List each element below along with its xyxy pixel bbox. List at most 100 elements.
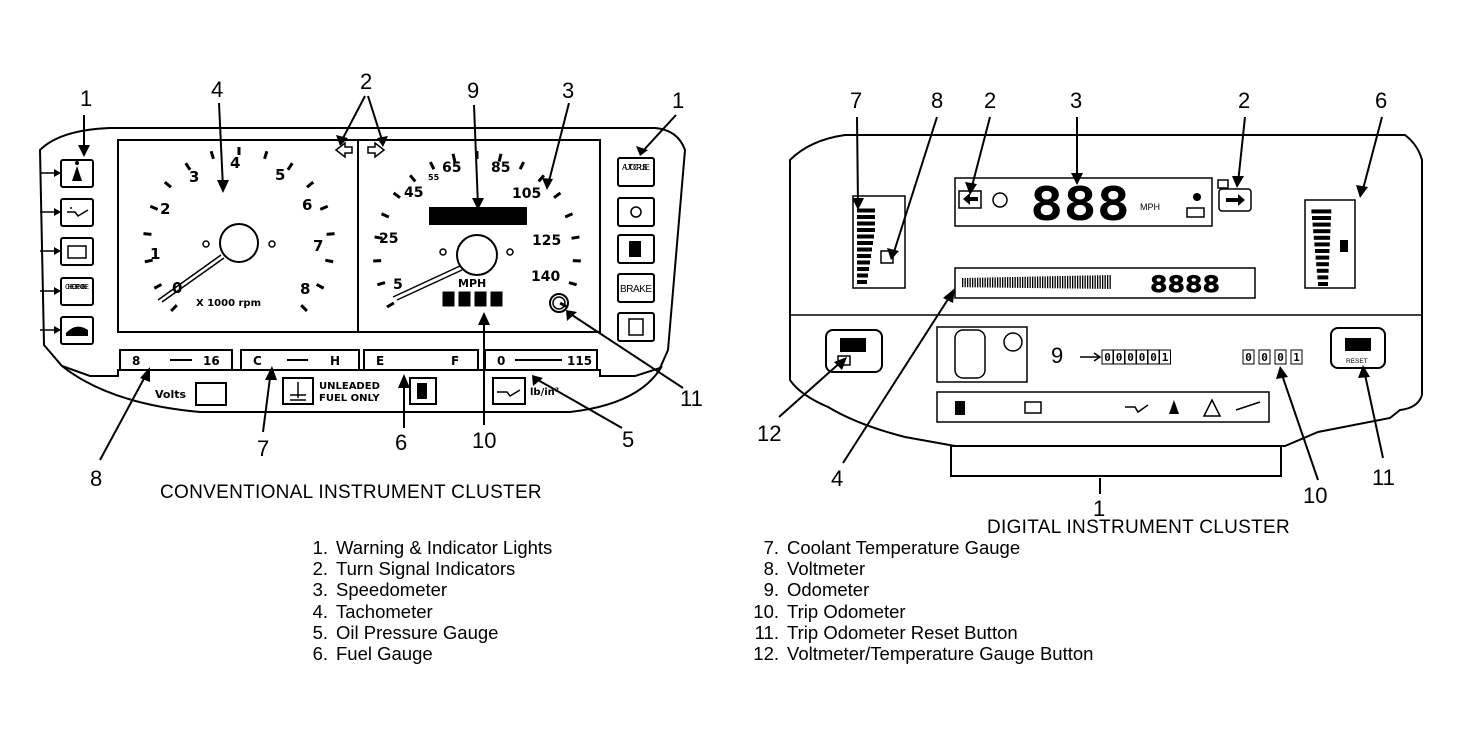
bargraph-segment [857, 228, 875, 232]
volt-temp-button[interactable] [825, 329, 883, 373]
tach-bar-segment [982, 277, 984, 288]
tach-bar-segment [1102, 275, 1104, 289]
digital-callout-3: 3 [1070, 88, 1082, 113]
bargraph-segment [1313, 229, 1331, 234]
speedo-num-5: 5 [393, 277, 403, 293]
bargraph-segment [1317, 275, 1329, 280]
callout-4: 4 [211, 77, 223, 102]
reset-button[interactable] [1330, 327, 1386, 369]
digit: 0 [474, 209, 481, 223]
bargraph-segment [1312, 222, 1331, 227]
temp-low: C [253, 354, 262, 368]
digital-callout-11: 11 [1372, 465, 1395, 490]
digit: 1 [1162, 351, 1169, 364]
gauge-tick [149, 204, 159, 211]
speedo-num-125: 125 [532, 233, 561, 249]
digit-box [1258, 349, 1271, 365]
turn-signal-left-icon [334, 141, 353, 159]
callout-9: 9 [467, 78, 479, 103]
strip-hazard-icon [1202, 398, 1222, 417]
tach-bar-segment [1027, 276, 1029, 288]
gauge-tick [553, 191, 562, 199]
trip-reset-knob[interactable] [549, 293, 569, 313]
speedo-needle-edge [396, 269, 463, 301]
legend-item: 3.Speedometer [312, 579, 448, 601]
digital-housing [789, 134, 1423, 447]
tach-bar-segments [962, 275, 1111, 289]
hood-ajar-light [60, 316, 94, 345]
digit: 1 [515, 209, 522, 223]
tach-bar-segment [984, 277, 986, 288]
bargraph-segment [857, 267, 869, 271]
gauge-tick [170, 304, 178, 312]
digital-odo-label: 9 [1051, 343, 1063, 368]
tach-bar-segment [1084, 275, 1086, 289]
gauge-tick [451, 153, 457, 162]
digital-callout-6: 6 [1375, 88, 1387, 113]
speedo-screw-left [439, 248, 447, 256]
tach-bar-segment [1042, 276, 1044, 289]
tach-bar-segment [1079, 275, 1081, 289]
legend-item: 5.Oil Pressure Gauge [312, 621, 499, 643]
tach-bar-segment [1047, 276, 1049, 289]
tach-num-0: 0 [172, 279, 182, 297]
fuel-bargraph [1304, 199, 1356, 289]
tach-screw-left [202, 240, 210, 248]
status-graphic-frame [936, 326, 1028, 383]
digital-callout-7: 7 [850, 88, 862, 113]
legend-item: 8.Voltmeter [763, 558, 866, 580]
tach-bar-segment [1104, 275, 1106, 289]
tach-bar-segment [1004, 277, 1006, 288]
bargraph-segment [1315, 255, 1330, 260]
rear-defog-icon [628, 318, 644, 336]
tach-needle [157, 254, 222, 301]
legend-item: 9.Odometer [763, 579, 870, 601]
conventional-caption: CONVENTIONAL INSTRUMENT CLUSTER [160, 482, 542, 503]
brake-label: BRAKE [620, 284, 652, 295]
tach-num-8: 8 [300, 280, 310, 298]
bargraph-segment [1316, 262, 1329, 267]
reset-button-face [1345, 338, 1371, 351]
tach-bar-segment [1012, 277, 1014, 288]
trip-computer-readout: 8888 [1150, 273, 1220, 298]
gauge-tick [326, 232, 335, 236]
speedo-unit-label: MPH [458, 277, 486, 290]
hood-ajar-icon [66, 326, 88, 336]
digit: 0 [477, 293, 484, 306]
tach-bar-segment [1067, 275, 1069, 289]
tach-bar-segment [1089, 275, 1091, 289]
conventional-callout-lines [78, 95, 684, 461]
gauge-tick [386, 301, 395, 309]
tach-bar-segment [962, 278, 964, 288]
digit-box [490, 291, 503, 307]
turn-left-icon [963, 193, 978, 205]
tach-bar-segment [1099, 275, 1101, 289]
conventional-cluster: 0 1 2 3 4 5 6 7 8 X 1000 rpm 5 25 45 55 … [38, 69, 703, 491]
digital-callout-1: 1 [1093, 496, 1105, 521]
tach-bar-segment [1094, 275, 1096, 289]
small-gauges: 8 16 C H E F 0 115 Volts UNLEADED FUEL O… [119, 349, 598, 406]
strip-seatbelt-icon [1169, 400, 1179, 414]
legend-item: 6.Fuel Gauge [312, 643, 433, 665]
fuel-gauge-window [363, 349, 479, 371]
bargraph-segment [857, 280, 867, 284]
check-engine-label: CHECK ENGINE [65, 282, 89, 291]
gauge-tick [300, 304, 308, 312]
callout-1-right: 1 [672, 88, 684, 113]
gauge-tick [209, 150, 215, 160]
tach-bar-segment [977, 277, 979, 288]
indicator-arrow-head [54, 287, 61, 295]
legend-item: 12.Voltmeter/Temperature Gauge Button [753, 643, 1094, 665]
gauge-tick [286, 162, 294, 171]
tach-bar-segment [974, 277, 976, 288]
tach-bar-segment [1034, 276, 1036, 289]
seatbelt-light [60, 159, 94, 188]
strip-fuel-icon [955, 401, 965, 415]
gauge-tick [392, 191, 401, 199]
gauge-tick [380, 212, 390, 219]
voltmeter-window [119, 349, 233, 371]
digit: 1 [493, 293, 500, 306]
tach-bar-segment [969, 277, 971, 288]
coolant-icon-box [282, 377, 314, 405]
